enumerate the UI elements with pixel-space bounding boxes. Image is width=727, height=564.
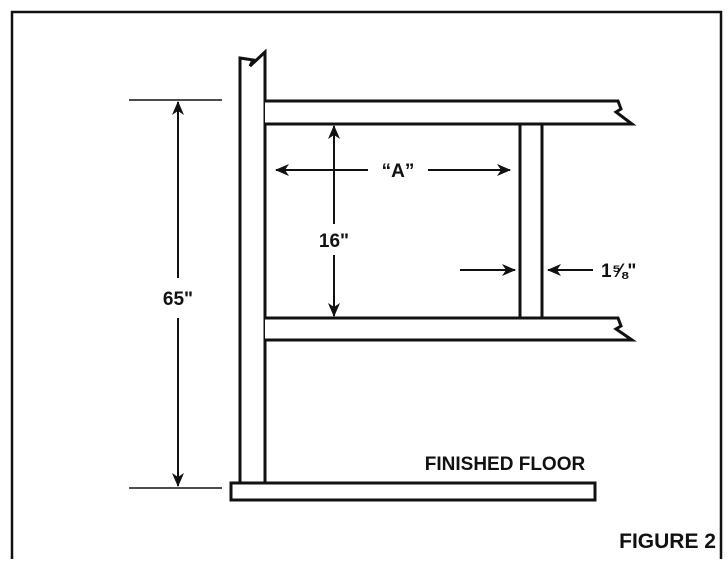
label-finished-floor: FINISHED FLOOR bbox=[425, 454, 586, 475]
figure-title: FIGURE 2 bbox=[619, 530, 716, 553]
label-width-a: “A” bbox=[382, 161, 415, 182]
wall-stud bbox=[238, 48, 267, 483]
label-overall-height: 65" bbox=[163, 289, 193, 310]
lower-shelf-member bbox=[265, 316, 637, 342]
upper-shelf-member bbox=[265, 99, 637, 126]
figure-border bbox=[10, 10, 723, 559]
label-member-thickness: 1⅝" bbox=[601, 261, 636, 282]
vertical-divider bbox=[518, 122, 544, 320]
label-shelf-spacing: 16" bbox=[319, 231, 349, 252]
floor-plate bbox=[229, 481, 597, 502]
